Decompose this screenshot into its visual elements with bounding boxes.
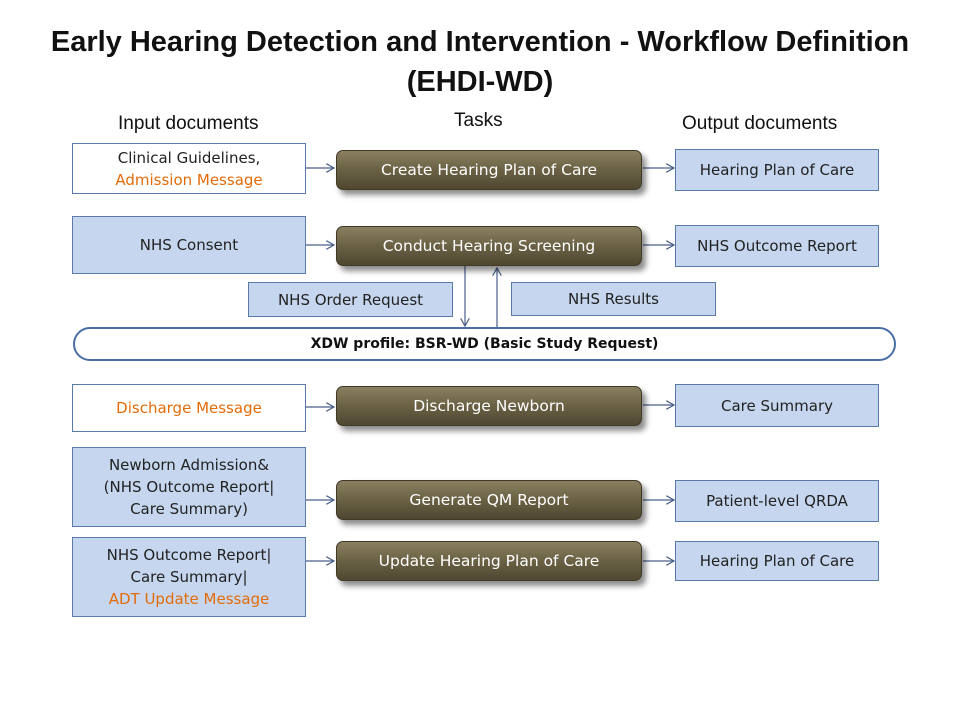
- nhs-order-request-doc: NHS Order Request: [248, 282, 453, 317]
- input-doc-4-line-2: (NHS Outcome Report|: [103, 478, 275, 496]
- task-update-hearing-plan[interactable]: Update Hearing Plan of Care: [336, 541, 642, 581]
- task-generate-qm-report[interactable]: Generate QM Report: [336, 480, 642, 520]
- page-title: Early Hearing Detection and Intervention…: [50, 26, 910, 98]
- output-doc-2: NHS Outcome Report: [675, 225, 879, 267]
- tasks-header: Tasks: [454, 110, 503, 131]
- task-conduct-hearing-screening[interactable]: Conduct Hearing Screening: [336, 226, 642, 266]
- nhs-results-doc: NHS Results: [511, 282, 716, 316]
- input-documents-header: Input documents: [118, 113, 259, 134]
- input-doc-4-line-1: Newborn Admission&: [108, 456, 270, 474]
- task-discharge-newborn[interactable]: Discharge Newborn: [336, 386, 642, 426]
- input-doc-1: Clinical Guidelines, Admission Message: [72, 143, 306, 194]
- task-create-hearing-plan[interactable]: Create Hearing Plan of Care: [336, 150, 642, 190]
- output-doc-5: Hearing Plan of Care: [675, 541, 879, 581]
- output-doc-1: Hearing Plan of Care: [675, 149, 879, 191]
- output-doc-3: Care Summary: [675, 384, 879, 427]
- input-doc-1-line-2: Admission Message: [115, 170, 263, 189]
- input-doc-5-line-1: NHS Outcome Report|: [106, 546, 272, 564]
- input-doc-5-line-2: Care Summary|: [130, 568, 248, 586]
- input-doc-2: NHS Consent: [72, 216, 306, 274]
- xdw-profile-bar: XDW profile: BSR-WD (Basic Study Request…: [73, 327, 896, 361]
- input-doc-1-line-1: Clinical Guidelines,: [117, 148, 261, 167]
- input-doc-5-line-3: ADT Update Message: [108, 590, 270, 608]
- input-doc-5: NHS Outcome Report| Care Summary| ADT Up…: [72, 537, 306, 617]
- input-doc-4-line-3: Care Summary): [130, 500, 248, 518]
- output-documents-header: Output documents: [682, 113, 838, 134]
- input-doc-3-line-1: Discharge Message: [116, 399, 262, 417]
- input-doc-3: Discharge Message: [72, 384, 306, 432]
- output-doc-4: Patient-level QRDA: [675, 480, 879, 522]
- input-doc-4: Newborn Admission& (NHS Outcome Report| …: [72, 447, 306, 527]
